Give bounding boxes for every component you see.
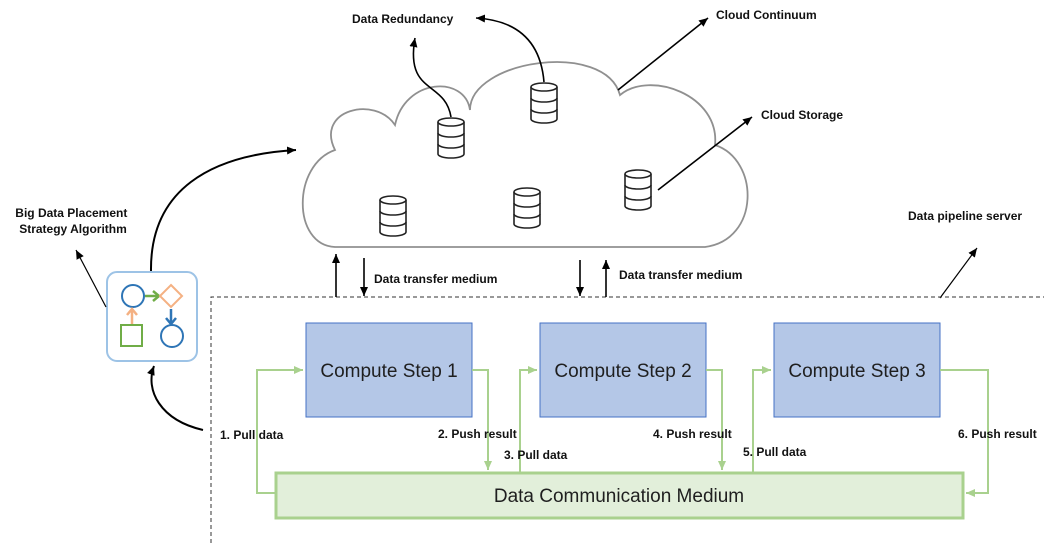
pipeline-to-algorithm-arrow (147, 365, 204, 431)
algorithm-label-arrow (75, 249, 107, 308)
data-redundancy-arrow (409, 37, 452, 118)
flow-step-label: 4. Push result (653, 427, 732, 441)
database-icon (379, 195, 407, 237)
flow-push-result-4 (706, 369, 726, 470)
cloud-storage-arrow (657, 116, 753, 191)
transfer-medium-label-1: Data transfer medium (374, 272, 497, 286)
cloud-storage-label: Cloud Storage (761, 108, 843, 122)
compute-step-1: Compute Step 1 (305, 322, 473, 418)
communication-medium-label: Data Communication Medium (494, 486, 744, 507)
compute-step-label: Compute Step 1 (320, 361, 457, 382)
flow-step-label: 3. Pull data (504, 448, 568, 462)
flow-step-label: 1. Pull data (220, 428, 284, 442)
data-pipeline-server-arrow (939, 247, 978, 299)
algorithm-to-cloud-arrow (149, 146, 297, 272)
compute-step-label: Compute Step 2 (554, 361, 691, 382)
database-icon (530, 82, 558, 124)
cloud-continuum-arrow (617, 17, 709, 91)
compute-step-label: Compute Step 3 (788, 361, 925, 382)
compute-step-3: Compute Step 3 (773, 322, 941, 418)
database-icon (437, 117, 465, 159)
flow-pull-data-1 (256, 366, 303, 494)
flow-step-label: 6. Push result (958, 427, 1037, 441)
flow-pull-data-5 (752, 366, 771, 473)
cloud-continuum-label: Cloud Continuum (716, 8, 817, 22)
flow-push-result-2 (472, 369, 492, 470)
data-redundancy-arrow (475, 14, 545, 83)
flow-step-label: 5. Pull data (743, 445, 807, 459)
flow-push-result-6 (940, 369, 989, 497)
data-pipeline-server-boundary (210, 296, 1044, 543)
flow-pull-data-3 (519, 366, 537, 473)
database-icon (624, 169, 652, 211)
algorithm-label: Big Data Placement Strategy Algorithm (15, 206, 130, 236)
flow-step-label: 2. Push result (438, 427, 517, 441)
transfer-medium-label-2: Data transfer medium (619, 268, 742, 282)
database-icon (513, 187, 541, 229)
data-pipeline-server-label: Data pipeline server (908, 209, 1022, 223)
data-communication-medium: Data Communication Medium (274, 471, 965, 520)
data-redundancy-label: Data Redundancy (352, 12, 454, 26)
algorithm-flow-icon (106, 271, 198, 362)
compute-step-2: Compute Step 2 (539, 322, 707, 418)
